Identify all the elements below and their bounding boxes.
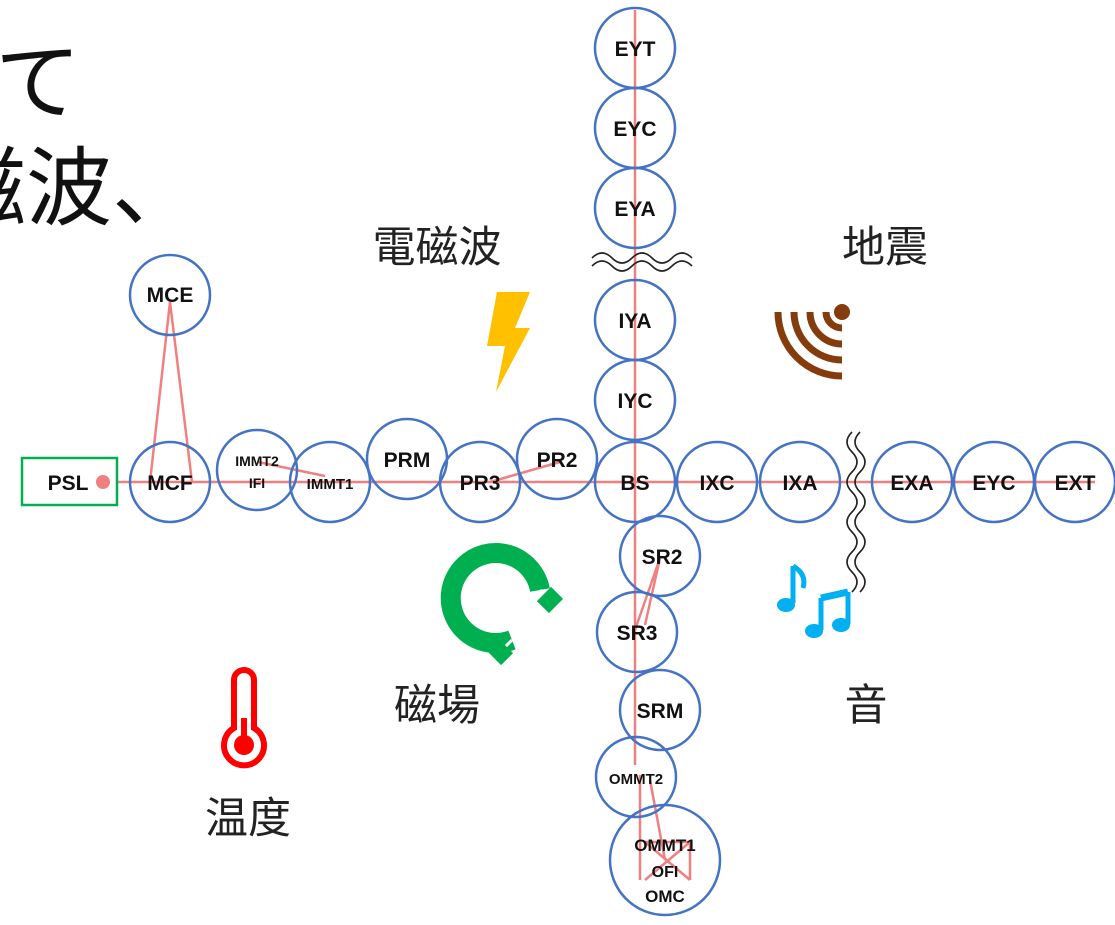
label-srm: SRM — [637, 700, 684, 723]
nodes — [128, 6, 1115, 917]
label-temperature: 温度 — [205, 794, 291, 844]
node-pr2 — [515, 417, 599, 501]
label-prm: PRM — [384, 449, 431, 472]
label-ixc: IXC — [699, 472, 734, 495]
label-pr3: PR3 — [460, 472, 501, 495]
node-ixa — [758, 440, 842, 524]
label-eya: EYA — [614, 198, 655, 221]
label-em-wave: 電磁波 — [373, 223, 502, 273]
label-iyc: IYC — [617, 390, 652, 413]
label-sound: 音 — [845, 681, 888, 731]
thermometer-icon — [221, 667, 267, 769]
node-pr3 — [438, 440, 522, 524]
node-ext — [1033, 440, 1115, 524]
title-fragment-2: 磁波、 — [0, 139, 198, 239]
label-magnetic: 磁場 — [394, 681, 480, 731]
label-mce: MCE — [147, 284, 194, 307]
label-iya: IYA — [618, 310, 651, 333]
beam-ommt2-ommt1 — [648, 779, 667, 861]
label-ifi: IFI — [249, 475, 265, 491]
label-ofi: OFI — [652, 864, 679, 881]
label-sr3: SR3 — [617, 622, 658, 645]
label-sr2: SR2 — [642, 546, 683, 569]
psl-label: PSL — [48, 472, 89, 495]
label-ext: EXT — [1055, 472, 1096, 495]
magnet-icon — [440, 543, 564, 666]
vacuum-break-icon — [846, 431, 866, 593]
beam-mce-left — [148, 301, 172, 483]
node-ommt2 — [594, 735, 678, 819]
label-immt2: IMMT2 — [235, 453, 279, 469]
node-bs — [593, 440, 677, 524]
music-note-icon — [777, 563, 851, 638]
label-eyc-y: EYC — [613, 118, 656, 141]
beam-pr3-pr2 — [489, 460, 561, 484]
beam-sr2-sr3-a — [643, 557, 662, 626]
node-ixc — [675, 440, 759, 524]
label-ommt2: OMMT2 — [609, 771, 663, 788]
label-ommt1: OMMT1 — [634, 836, 695, 855]
node-ommt1-ofi-omc — [608, 803, 722, 917]
node-labels: MCE MCF IMMT2 IFI IMMT1 PRM PR3 PR2 BS I… — [147, 38, 1096, 906]
node-iyc — [593, 358, 677, 442]
label-bs: BS — [620, 472, 649, 495]
title-fragment-1: て — [0, 33, 81, 133]
psl-output-dot — [96, 475, 110, 489]
label-exa: EXA — [890, 472, 933, 495]
label-eyt: EYT — [615, 38, 656, 61]
node-sr2 — [618, 514, 702, 598]
label-omc: OMC — [645, 887, 685, 906]
node-exa — [870, 440, 954, 524]
label-immt1: IMMT1 — [307, 476, 354, 493]
node-immt2-ifi — [215, 428, 299, 512]
node-sr3 — [595, 590, 679, 674]
lightning-bolt-icon — [487, 292, 530, 392]
node-mcf — [128, 440, 212, 524]
node-eya — [593, 166, 677, 250]
beam-omc-box-3 — [644, 841, 691, 881]
label-eyc-x: EYC — [972, 472, 1015, 495]
label-seismic: 地震 — [842, 223, 928, 273]
beam-lines — [100, 10, 1095, 881]
label-mcf: MCF — [147, 472, 193, 495]
node-immt1 — [288, 440, 372, 524]
label-ixa: IXA — [782, 472, 817, 495]
vacuum-break-icon — [591, 252, 693, 272]
node-srm — [618, 668, 702, 752]
node-mce — [128, 253, 212, 337]
beam-mce-right — [168, 301, 194, 483]
label-pr2: PR2 — [537, 449, 578, 472]
seismic-wave-icon — [774, 304, 850, 380]
